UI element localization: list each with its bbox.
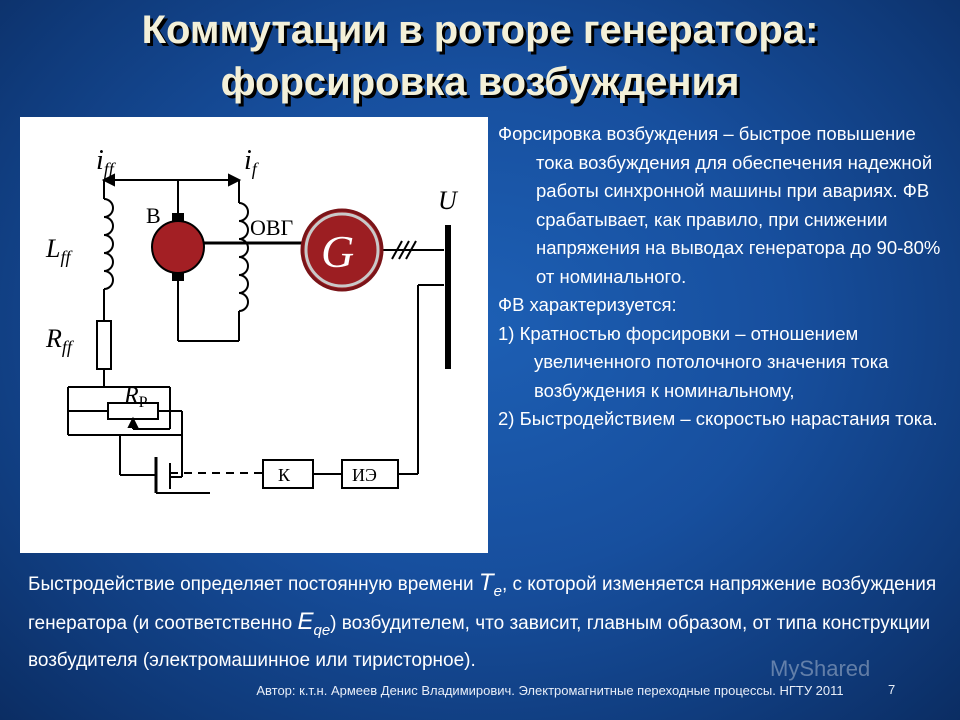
symbol-eqe: Eqe (297, 607, 331, 639)
label-b: B (146, 203, 161, 228)
label-lff: Lff (45, 234, 73, 267)
title-line-2: форсировка возбуждения (220, 60, 740, 104)
label-k: К (278, 465, 291, 485)
exciter-b (151, 220, 205, 274)
definition-text: Форсировка возбуждения – быстрое повышен… (498, 120, 950, 434)
bottom-text-1: Быстродействие определяет постоянную вре… (28, 574, 479, 595)
symbol-te: Te (478, 569, 502, 600)
label-g: G (321, 226, 354, 277)
arrow-iff (101, 173, 115, 187)
footer-author: Автор: к.т.н. Армеев Денис Владимирович.… (256, 683, 844, 698)
resistor-rff (96, 320, 112, 370)
label-ie: ИЭ (352, 465, 377, 485)
label-iff: iff (96, 145, 117, 179)
coil-lff (103, 198, 114, 290)
slide-title: Коммутации в роторе генератора: форсиров… (0, 4, 960, 108)
label-u: U (438, 186, 459, 215)
label-ovg: ОВГ (250, 215, 294, 240)
definition-paragraph: Форсировка возбуждения – быстрое повышен… (498, 123, 941, 287)
arrow-if (228, 173, 242, 187)
circuit-svg: iff if Lff Rff RP U G B ОВГ К ИЭ (45, 145, 459, 494)
title-line-1: Коммутации в роторе генератора: (141, 8, 819, 52)
circuit-diagram: iff if Lff Rff RP U G B ОВГ К ИЭ (20, 117, 488, 553)
list-item-1: 1) Кратностью форсировки – отношением ув… (498, 322, 889, 401)
label-if: if (244, 145, 260, 179)
bottom-paragraph: Быстродействие определяет постоянную вре… (28, 568, 948, 676)
list-item-2: 2) Быстродействием – скоростью нарастани… (498, 408, 938, 429)
bottom-text-3: ) возбудителем, что зависит, главным обр… (28, 612, 931, 671)
generator-g (300, 208, 384, 292)
label-rff: Rff (45, 324, 75, 357)
page-number: 7 (888, 682, 896, 697)
bottom-text-2: , с которой изменяется напряжение возбуж… (28, 574, 937, 634)
characteristics-heading: ФВ характеризуется: (498, 294, 677, 315)
watermark: MyShared (770, 656, 871, 681)
label-rp: RP (123, 383, 148, 411)
coil-ovg (238, 202, 249, 312)
